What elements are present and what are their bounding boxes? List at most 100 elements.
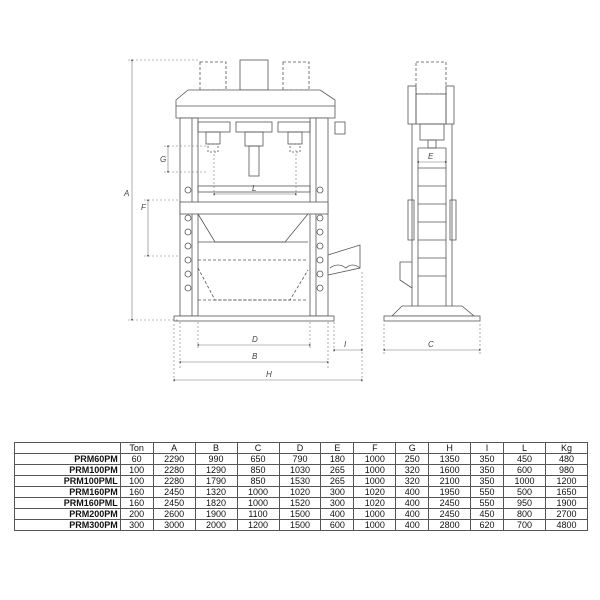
table-cell: 400 [395,519,430,531]
table-cell: 320 [395,475,430,487]
table-cell: 4800 [544,519,589,531]
dim-label-g: G [160,155,166,164]
table-cell: 2280 [152,475,196,487]
table-cell: 2290 [152,453,196,465]
header-cell: B [194,442,238,454]
table-cell: 2450 [428,497,472,509]
table-cell: 1900 [194,508,238,520]
dim-label-a: A [123,189,129,198]
header-cell: E [320,442,355,454]
press-technical-drawing: A G F L D B H I E C [123,58,482,384]
table-cell: 700 [502,519,546,531]
table-cell: 550 [470,497,504,509]
table-cell: 1000 [353,464,397,476]
table-cell: 1000 [353,508,397,520]
model-cell: PRM160PM [14,486,121,498]
table-cell: 2450 [428,508,472,520]
header-cell: L [502,442,546,454]
table-cell: 1290 [194,464,238,476]
table-cell: 350 [470,464,504,476]
table-cell: 60 [119,453,154,465]
header-cell: Ton [119,442,154,454]
table-cell: 1520 [278,497,322,509]
table-cell: 620 [470,519,504,531]
table-cell: 790 [278,453,322,465]
table-cell: 160 [119,497,154,509]
dim-label-f: F [141,203,147,212]
table-cell: 1000 [236,486,280,498]
table-header-row: Ton A B C D E F G H I L Kg [14,442,589,454]
model-cell: PRM200PM [14,508,121,520]
table-cell: 400 [320,508,355,520]
table-cell: 650 [236,453,280,465]
table-cell: 1500 [278,519,322,531]
header-cell: H [428,442,472,454]
table-cell: 1600 [428,464,472,476]
table-cell: 400 [395,497,430,509]
table-cell: 1000 [236,497,280,509]
table-cell: 600 [502,464,546,476]
table-cell: 480 [544,453,589,465]
table-cell: 1000 [353,519,397,531]
table-cell: 1320 [194,486,238,498]
table-cell: 1020 [353,486,397,498]
table-cell: 265 [320,475,355,487]
table-cell: 2450 [152,486,196,498]
table-cell: 2600 [152,508,196,520]
table-cell: 180 [320,453,355,465]
header-cell: D [278,442,322,454]
table-cell: 2800 [428,519,472,531]
model-cell: PRM60PM [14,453,121,465]
table-cell: 1000 [353,453,397,465]
table-cell: 2700 [544,508,589,520]
table-cell: 850 [236,475,280,487]
header-cell: I [470,442,504,454]
table-cell: 500 [502,486,546,498]
table-cell: 350 [470,453,504,465]
table-cell: 450 [502,453,546,465]
header-cell: Kg [544,442,589,454]
table-cell: 300 [320,497,355,509]
column-holes [184,186,324,292]
table-cell: 1100 [236,508,280,520]
front-dimensions [128,58,364,384]
dim-label-c: C [428,340,434,349]
table-cell: 980 [544,464,589,476]
model-cell: PRM160PML [14,497,121,509]
model-cell: PRM100PM [14,464,121,476]
table-cell: 990 [194,453,238,465]
table-cell: 1020 [278,486,322,498]
table-cell: 160 [119,486,154,498]
table-cell: 100 [119,475,154,487]
table-cell: 2450 [152,497,196,509]
table-cell: 600 [320,519,355,531]
table-cell: 2100 [428,475,472,487]
table-cell: 950 [502,497,546,509]
side-view [383,61,481,322]
table-cell: 250 [395,453,430,465]
table-cell: 1020 [353,497,397,509]
table-cell: 1650 [544,486,589,498]
table-cell: 1900 [544,497,589,509]
table-cell: 1200 [236,519,280,531]
table-cell: 2280 [152,464,196,476]
table-cell: 1000 [502,475,546,487]
header-cell: A [152,442,196,454]
dim-label-h: H [266,370,272,379]
model-cell: PRM300PM [14,519,121,531]
table-cell: 450 [470,508,504,520]
header-cell: G [395,442,430,454]
side-dimensions [382,160,482,354]
table-cell: 1030 [278,464,322,476]
table-cell: 400 [395,486,430,498]
dim-label-i: I [344,340,347,349]
table-cell: 400 [395,508,430,520]
